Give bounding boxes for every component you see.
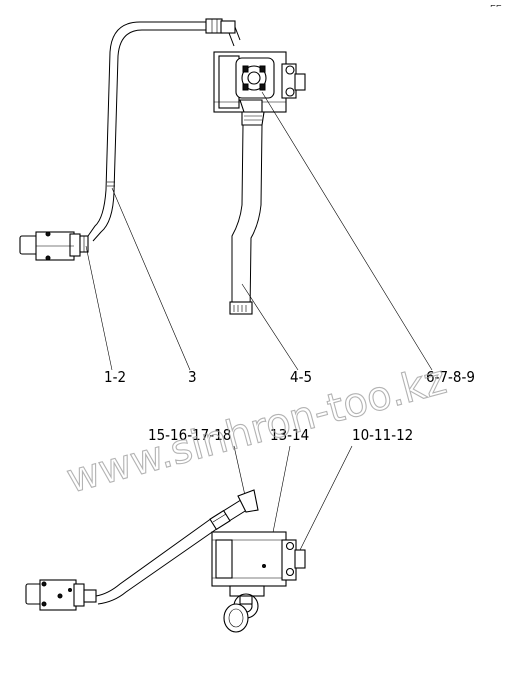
- top-hose-fitting: [205, 18, 241, 47]
- label-3: 3: [188, 368, 197, 386]
- label-13-14: 13-14: [270, 426, 309, 444]
- label-6-7-8-9: 6-7-8-9: [426, 368, 475, 386]
- top-leader-lines: [85, 91, 433, 371]
- label-10-11-12: 10-11-12: [352, 426, 413, 444]
- label-4-5: 4-5: [290, 368, 312, 386]
- label-15-16-17-18: 15-16-17-18: [148, 426, 231, 444]
- label-1-2: 1-2: [104, 368, 126, 386]
- pipe-3: [87, 21, 208, 242]
- bottom-assembly: 15-16-17-18 13-14 10-11-12: [25, 426, 413, 633]
- bottom-hose: [95, 489, 259, 605]
- valve-1-2: [19, 231, 89, 261]
- valve-bottom: [25, 579, 97, 611]
- lever-4-5: [229, 99, 265, 315]
- top-assembly: 1-2 3 4-5 6-7-8-9: [19, 18, 475, 386]
- bottom-housing: [211, 531, 306, 633]
- corner-mark: ⌐⌐: [490, 2, 502, 10]
